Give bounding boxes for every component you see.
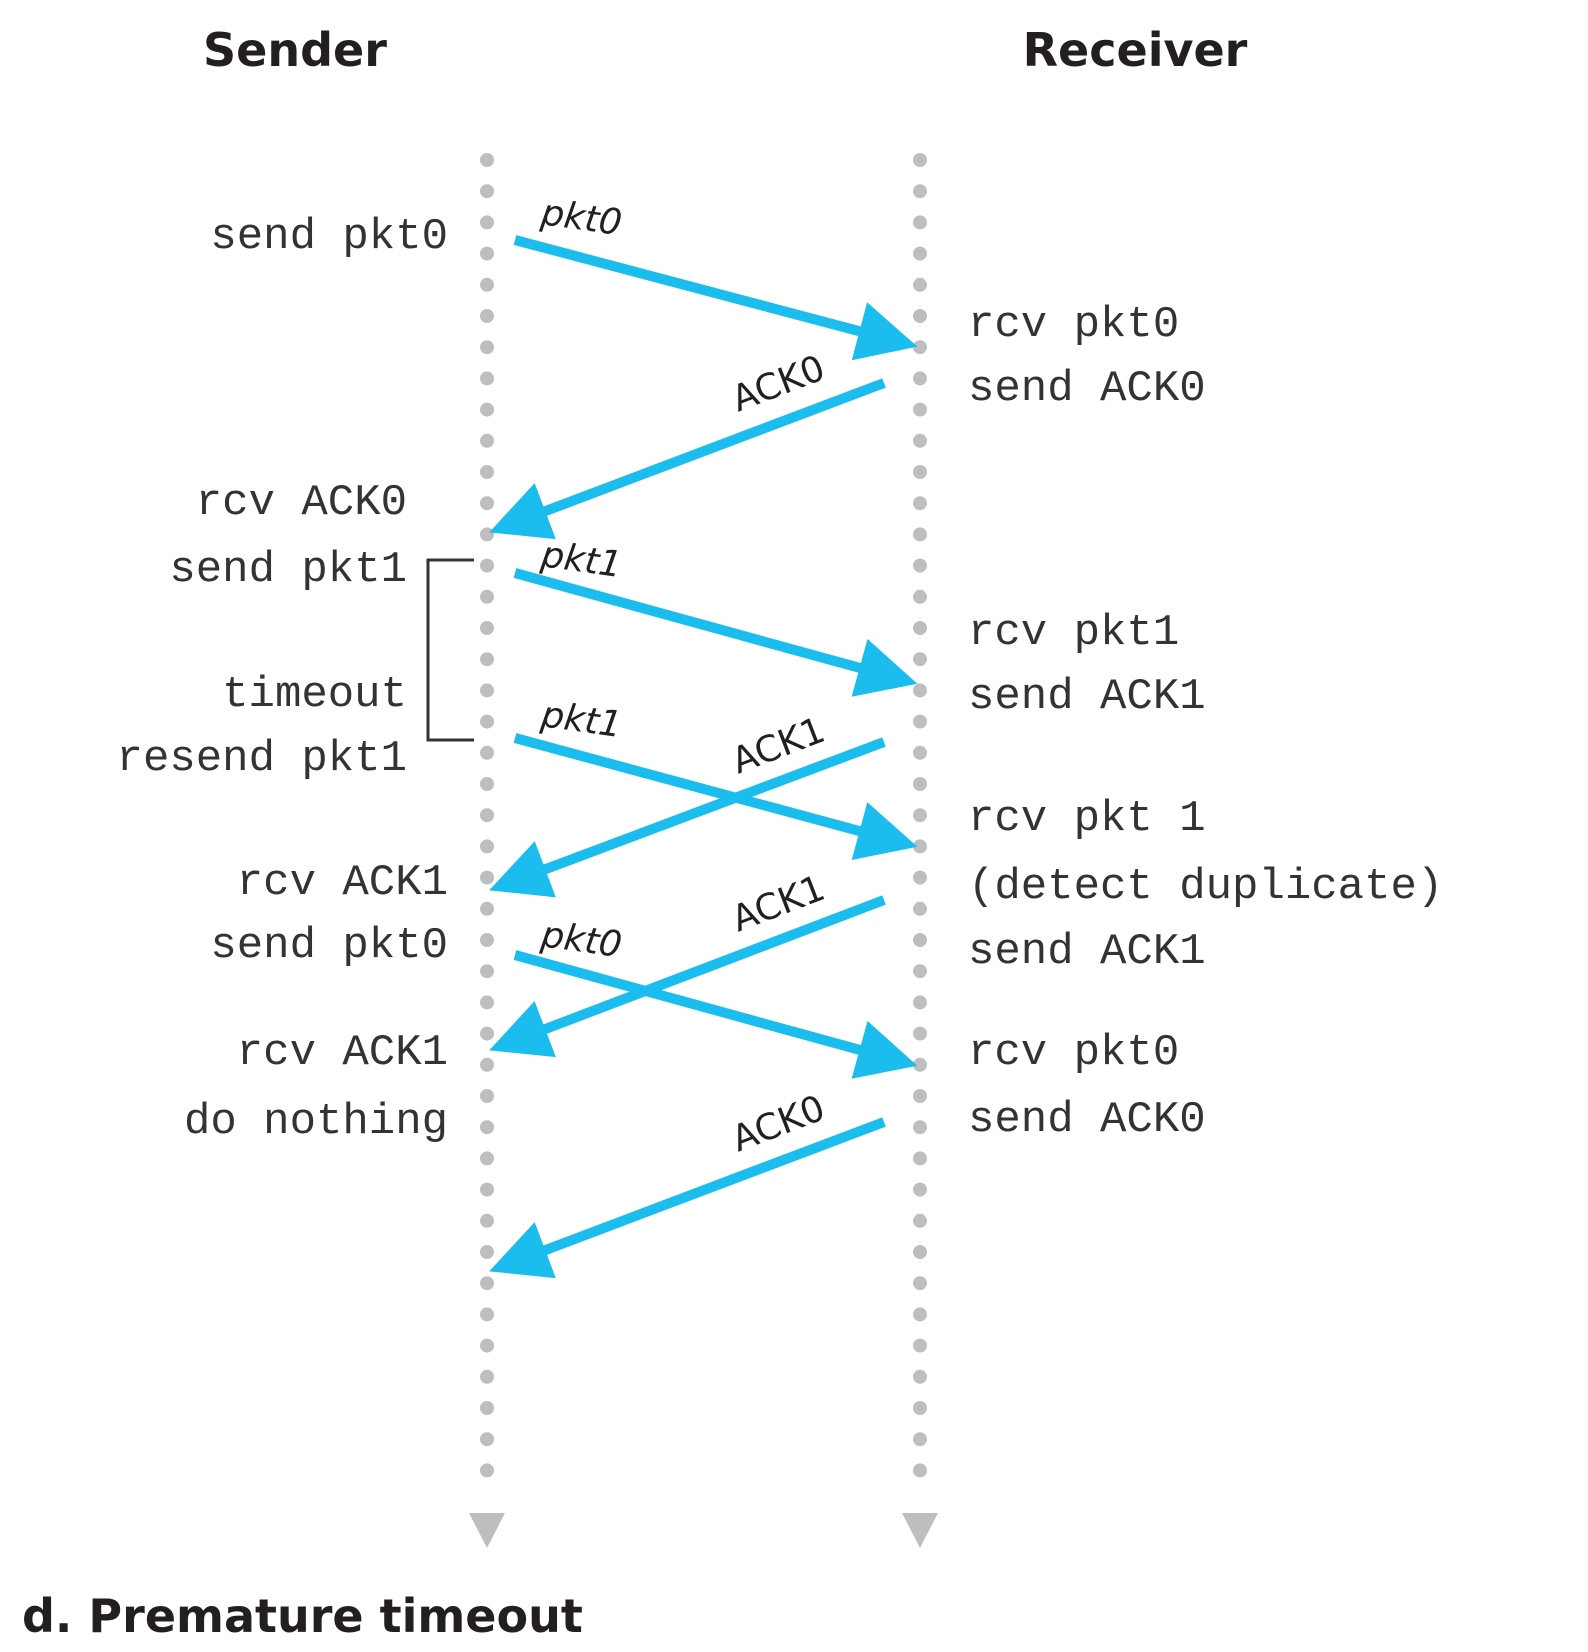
message-arrow-pkt0 <box>513 235 918 361</box>
message-arrow-ack0-second <box>489 1117 886 1279</box>
sender-event: rcv ACK0 <box>196 478 407 528</box>
receiver-timeline <box>902 153 938 1548</box>
sender-event: send pkt1 <box>169 545 407 595</box>
receiver-events: rcv pkt0 send ACK0 rcv pkt1 send ACK1 rc… <box>968 300 1443 1145</box>
message-label: pkt0 <box>538 914 625 966</box>
sender-event: rcv ACK1 <box>237 1028 448 1078</box>
receiver-event: rcv pkt0 <box>968 300 1179 350</box>
receiver-event: rcv pkt 1 <box>968 794 1206 844</box>
receiver-event: rcv pkt1 <box>968 608 1179 658</box>
message-arrow-ack1-duplicate <box>489 895 886 1058</box>
sender-event: rcv ACK1 <box>237 858 448 908</box>
message-arrows <box>489 235 918 1279</box>
message-arrow-pkt1-resend <box>513 733 918 861</box>
figure-caption: d. Premature timeout <box>22 1589 583 1643</box>
sender-event: do nothing <box>184 1097 448 1147</box>
message-arrow-ack1 <box>489 737 886 898</box>
receiver-event: (detect duplicate) <box>968 862 1443 912</box>
message-arrow-ack0 <box>489 378 886 540</box>
message-arrow-pkt0-second <box>513 950 918 1079</box>
sender-event: send pkt0 <box>210 921 448 971</box>
sender-header: Sender <box>203 23 387 77</box>
sender-timeline-arrow-icon <box>469 1513 505 1548</box>
message-arrow-pkt1 <box>513 568 918 697</box>
receiver-event: send ACK1 <box>968 927 1206 977</box>
message-label: pkt1 <box>538 694 625 746</box>
receiver-event: send ACK1 <box>968 672 1206 722</box>
receiver-event: send ACK0 <box>968 364 1206 414</box>
sender-event: send pkt0 <box>210 212 448 262</box>
receiver-event: rcv pkt0 <box>968 1028 1179 1078</box>
receiver-timeline-arrow-icon <box>902 1513 938 1548</box>
receiver-header: Receiver <box>1023 23 1248 77</box>
receiver-event: send ACK0 <box>968 1095 1206 1145</box>
sender-timeline <box>469 153 505 1548</box>
sender-event: resend pkt1 <box>117 734 407 784</box>
timeout-bracket <box>426 558 474 742</box>
sender-events: send pkt0 rcv ACK0 send pkt1 timeout res… <box>117 212 448 1147</box>
message-label: pkt0 <box>538 192 625 244</box>
sender-event: timeout <box>222 670 407 720</box>
